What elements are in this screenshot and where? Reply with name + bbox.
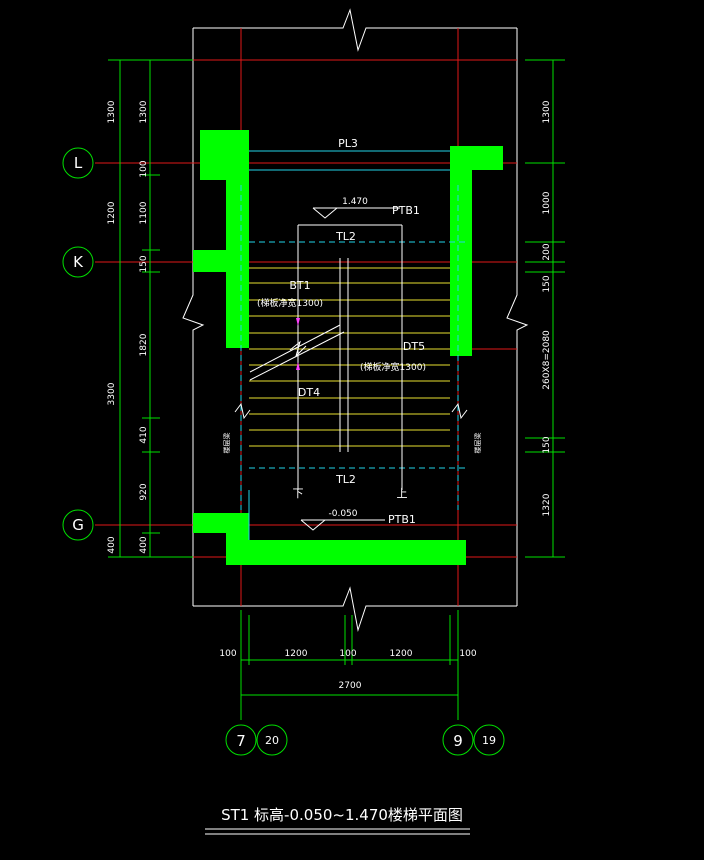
dim-right-3: 200: [542, 243, 552, 260]
wall-top-right: [450, 146, 503, 356]
label-bt1: BT1: [289, 279, 310, 292]
stair-treads: [249, 267, 450, 447]
label-side-right: 楼层梁: [473, 433, 482, 454]
side-breaks: [234, 402, 468, 420]
dim-left-outer-1: 1300: [107, 100, 117, 123]
label-pl3: PL3: [338, 137, 358, 150]
dim-bottom-2: 1200: [285, 649, 308, 659]
dim-left-outer-4: 400: [107, 536, 117, 553]
grid-label-7: 7: [236, 732, 246, 750]
label-ptb1-bottom: PTB1: [388, 513, 416, 526]
dim-bottom-1: 100: [219, 649, 236, 659]
grid-bubbles: [62, 147, 505, 756]
landing-lines: [240, 150, 466, 540]
label-bt1-note: (梯板净宽1300): [257, 297, 323, 309]
grid-label-G: G: [72, 516, 84, 534]
dim-left-outer-2: 1200: [107, 201, 117, 224]
handrail: [249, 224, 403, 490]
dim-left-inner-6: 410: [139, 426, 149, 443]
dim-left-inner-5: 1820: [139, 333, 149, 356]
label-up: 上: [397, 487, 408, 500]
label-tl2-bottom: TL2: [335, 473, 356, 486]
label-dt5-note: (梯板净宽1300): [360, 361, 426, 373]
dim-right-5: 260X8=2080: [542, 330, 552, 390]
walls: [193, 130, 503, 565]
dim-right-6: 150: [542, 436, 552, 453]
label-down: 下: [293, 487, 304, 500]
title-underline: [205, 828, 470, 835]
dim-left-outer-3: 3300: [107, 382, 117, 405]
dim-bottom-5: 100: [459, 649, 476, 659]
dim-left-inner-3: 1100: [139, 201, 149, 224]
label-dt5: DT5: [403, 340, 425, 353]
dim-right-7: 1320: [542, 493, 552, 516]
dim-right-4: 150: [542, 275, 552, 292]
label-tl2-top: TL2: [335, 230, 356, 243]
grid-label-K: K: [73, 253, 84, 271]
wall-left-stub: [193, 250, 233, 272]
grid-label-19: 19: [482, 734, 496, 747]
wall-bottom: [193, 513, 466, 565]
wall-top-left: [200, 130, 249, 348]
label-level-top: 1.470: [342, 197, 368, 207]
dim-left-inner-7: 920: [139, 483, 149, 500]
drawing-title: ST1 标高-0.050~1.470楼梯平面图: [221, 806, 463, 824]
level-markers: [300, 207, 400, 531]
dim-left-inner-4: 150: [139, 255, 149, 272]
dim-left-inner-2: 100: [139, 160, 149, 177]
dim-left-inner-1: 1300: [139, 100, 149, 123]
label-ptb1-top: PTB1: [392, 204, 420, 217]
grid-label-20: 20: [265, 734, 279, 747]
label-side-left: 楼层梁: [222, 433, 231, 454]
dim-bottom-total: 2700: [339, 681, 362, 691]
label-level-bottom: -0.050: [328, 509, 357, 519]
dim-left-inner-8: 400: [139, 536, 149, 553]
dim-right-2: 1000: [542, 191, 552, 214]
dim-right-1: 1300: [542, 100, 552, 123]
dim-bottom-4: 1200: [390, 649, 413, 659]
grid-label-L: L: [74, 154, 83, 172]
grid-label-9: 9: [453, 732, 463, 750]
direction-arrows: [296, 318, 300, 370]
dimension-lines: [108, 59, 565, 720]
label-dt4: DT4: [298, 386, 320, 399]
dim-bottom-3: 100: [339, 649, 356, 659]
